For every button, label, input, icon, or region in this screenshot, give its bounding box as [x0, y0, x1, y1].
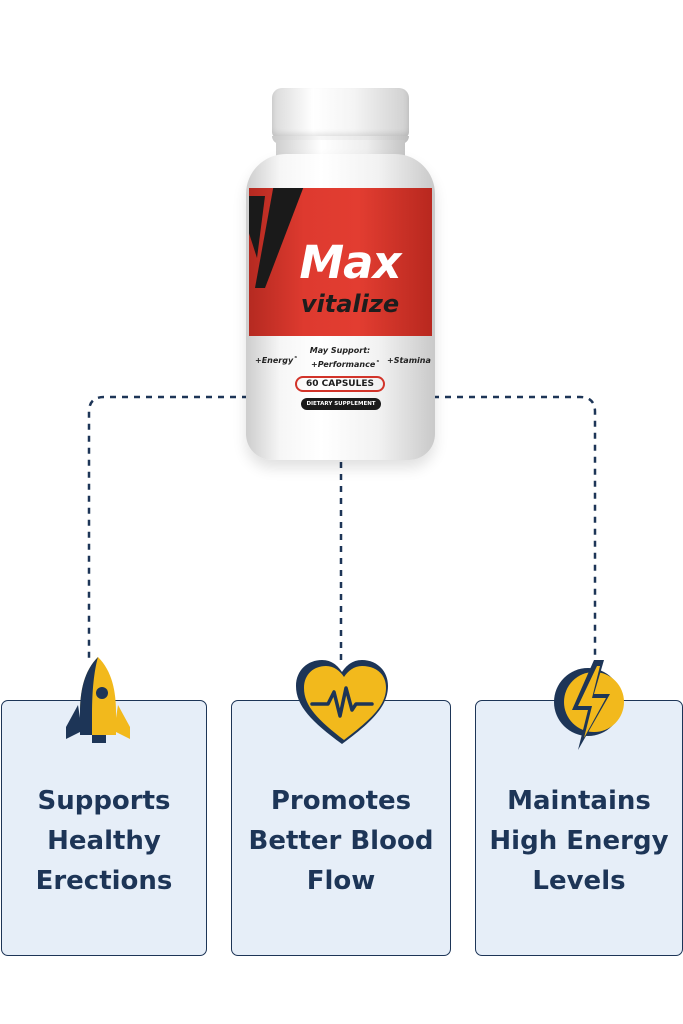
heart-pulse-icon — [296, 660, 388, 744]
dietary-supplement-badge: DIETARY SUPPLEMENT — [301, 398, 381, 410]
bottle-label: Max vitalize May Support: +Energy˚ +Perf… — [249, 188, 432, 423]
connector-left — [87, 395, 248, 658]
capsule-count: 60 CAPSULES — [295, 376, 385, 392]
bottle-cap — [272, 88, 409, 144]
brand-name-sub: vitalize — [300, 290, 400, 318]
connector-right — [433, 395, 597, 660]
brand-name-main: Max — [299, 236, 401, 289]
lightning-bolt-icon — [554, 660, 624, 750]
product-bottle: Max vitalize May Support: +Energy˚ +Perf… — [246, 88, 435, 460]
brand-stripe-logo — [249, 188, 304, 288]
benefit-text: Maintains High Energy Levels — [489, 786, 669, 896]
rocket-icon — [66, 657, 130, 743]
tag-stamina: +Stamina˚ — [387, 356, 432, 365]
benefit-card-energy: Maintains High Energy Levels — [475, 700, 683, 956]
tag-energy: +Energy˚ — [255, 356, 298, 365]
benefit-card-blood-flow: Promotes Better Blood Flow — [231, 700, 451, 956]
label-red-panel: Max vitalize — [249, 188, 432, 336]
benefit-text: Promotes Better Blood Flow — [248, 786, 434, 896]
tag-performance: +Performance˚ — [311, 360, 380, 369]
may-support-text: May Support: — [309, 346, 371, 355]
benefit-text: Supports Healthy Erections — [35, 786, 173, 896]
